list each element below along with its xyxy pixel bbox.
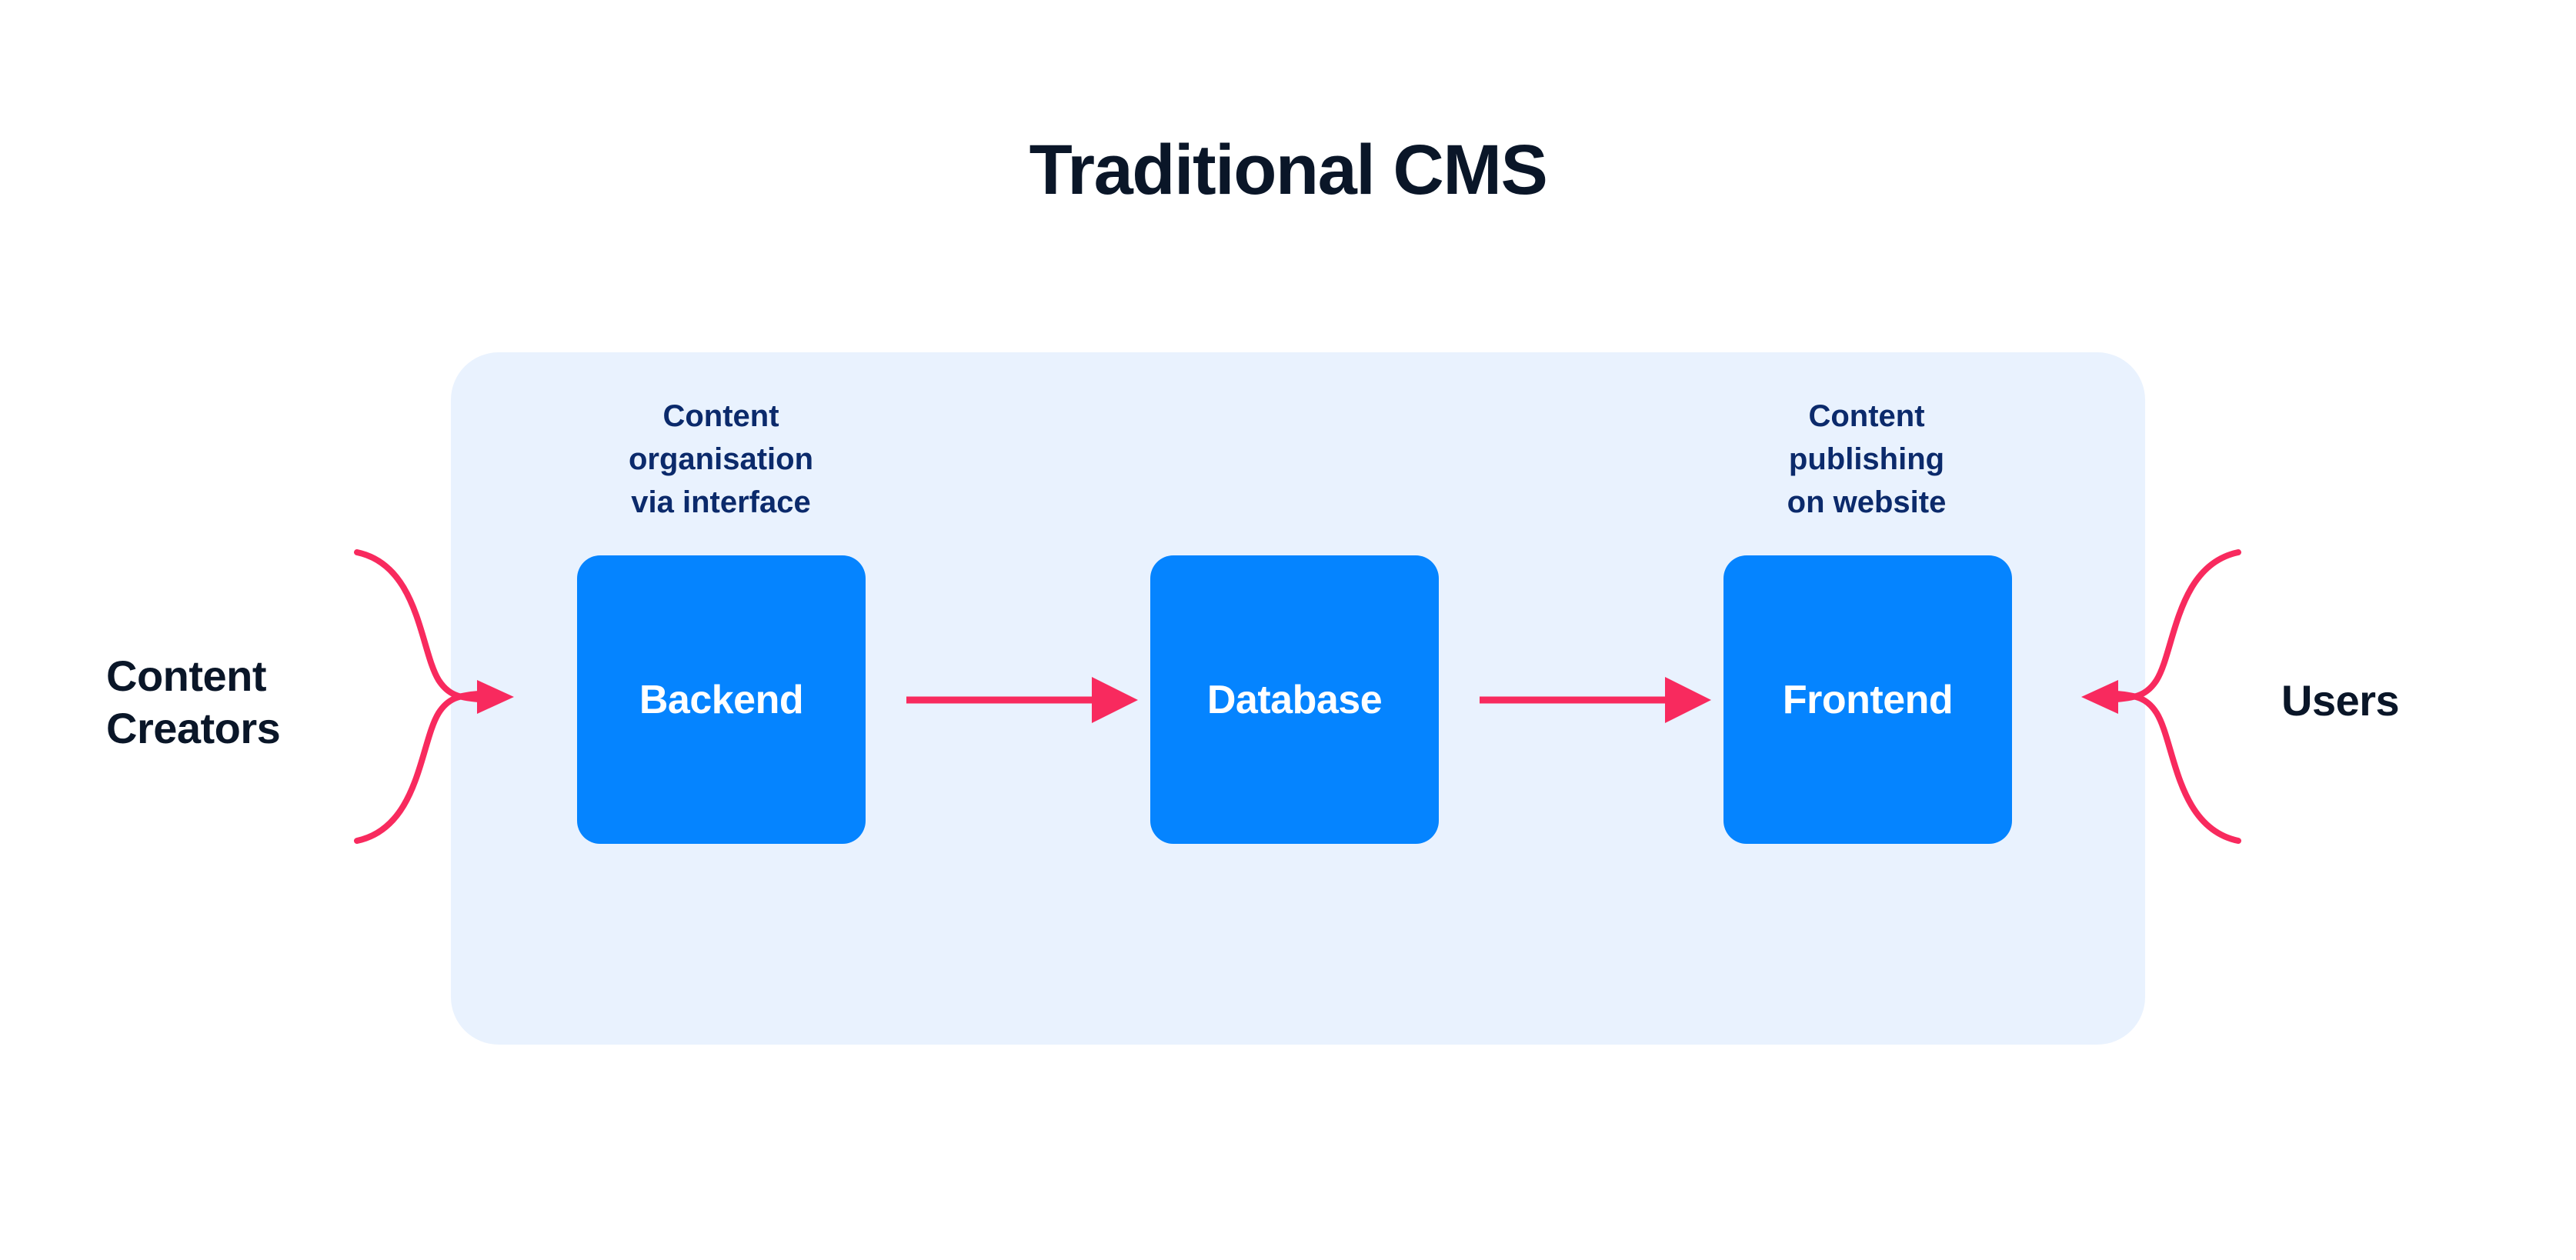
stage-box-label-database: Database [1206, 677, 1383, 722]
stage-box-database[interactable]: Database [1150, 555, 1439, 844]
stage-caption-frontend: Content publishing on website [1787, 399, 1947, 519]
page-title: Traditional CMS [1029, 131, 1548, 209]
stage-box-backend[interactable]: Backend [577, 555, 866, 844]
stage-box-frontend[interactable]: Frontend [1723, 555, 2012, 844]
stage-box-label-backend: Backend [639, 677, 804, 722]
actor-label-users: Users [2281, 676, 2400, 725]
stage-box-label-frontend: Frontend [1782, 677, 1954, 722]
stage-caption-backend: Content organisation via interface [628, 399, 814, 519]
actor-label-content-creators: Content Creators [106, 652, 281, 753]
